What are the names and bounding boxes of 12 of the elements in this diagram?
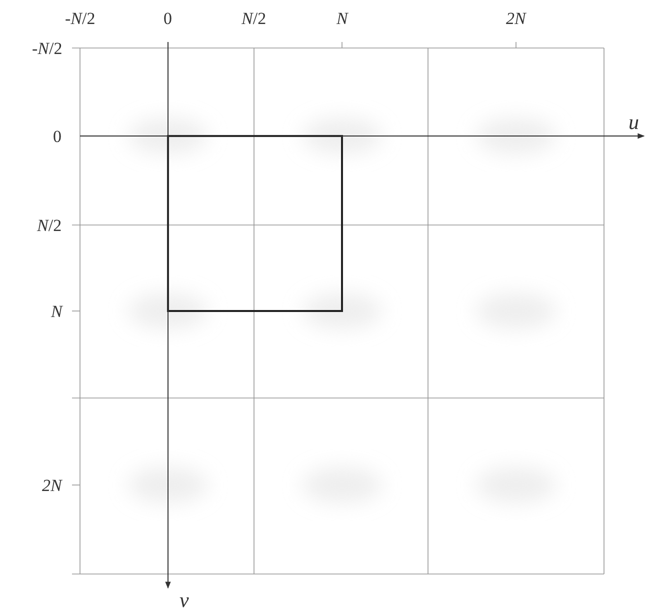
axis-label: u xyxy=(628,112,639,132)
axis-tick-label: N xyxy=(51,302,62,320)
axis-label: v xyxy=(180,590,189,610)
axis-tick-label: N xyxy=(336,10,348,26)
axis-tick-label: 0 xyxy=(53,128,62,144)
axis-tick-label: 0 xyxy=(164,10,172,26)
axis-tick-label: -N/2 xyxy=(65,10,96,26)
axis-tick-label: N/2 xyxy=(37,216,62,234)
axis-tick-label: 2N xyxy=(42,476,62,494)
axis-tick-label: N/2 xyxy=(242,10,266,26)
axis-tick-label: 2N xyxy=(506,10,526,26)
axis-tick-label: -N/2 xyxy=(32,40,62,56)
